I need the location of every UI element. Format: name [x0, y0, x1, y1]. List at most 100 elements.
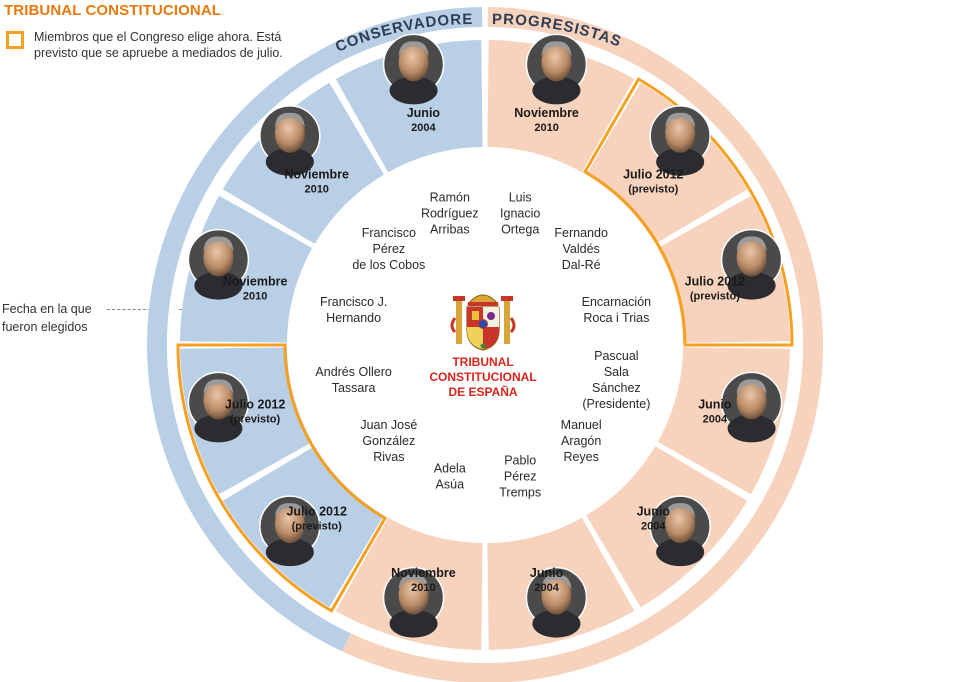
- highlight-outlines: [176, 77, 794, 613]
- portrait-face: [203, 381, 234, 420]
- portrait-face: [736, 381, 767, 420]
- portrait-hair: [398, 574, 429, 590]
- portrait-hair: [665, 112, 696, 128]
- portrait-hair: [203, 236, 234, 252]
- member-date-year: 2010: [411, 582, 435, 594]
- portrait-shoulders: [532, 76, 581, 105]
- portrait-face: [274, 505, 305, 544]
- member-date-year: (previsto): [292, 520, 342, 532]
- portrait-face: [665, 114, 696, 153]
- date-annotation-leader: [107, 309, 182, 310]
- member-date-year: 2010: [304, 184, 328, 196]
- date-annotation-text: Fecha en la que fueron elegidos: [2, 302, 92, 334]
- portrait-shoulders: [656, 538, 705, 567]
- portrait-shoulders: [265, 147, 314, 176]
- seal-line-3: DE ESPAÑA: [448, 384, 517, 399]
- portrait-face: [665, 505, 696, 544]
- portrait-hair: [274, 112, 305, 128]
- member-date-year: (previsto): [628, 184, 678, 196]
- member-portrait: [382, 566, 445, 638]
- member-name-line: Encarnación: [582, 295, 652, 309]
- portrait-shoulders: [389, 76, 438, 105]
- member-name-line: Pérez: [373, 242, 406, 256]
- portrait-shoulders: [656, 147, 705, 176]
- portrait-hair: [736, 236, 767, 252]
- member-date-year: 2010: [534, 122, 558, 134]
- member-name-line: Arribas: [430, 223, 470, 237]
- member-date: Junio: [637, 504, 671, 518]
- member-name-line: González: [362, 434, 415, 448]
- member-name-line: (Presidente): [582, 397, 650, 411]
- member-date: Junio: [698, 398, 732, 412]
- member-date-year: 2010: [243, 290, 267, 302]
- member-name-line: Francisco: [362, 226, 416, 240]
- portrait-shoulders: [727, 271, 776, 300]
- portrait-hair: [665, 503, 696, 519]
- portrait-hair: [398, 41, 429, 57]
- member-date-year: 2004: [411, 122, 436, 134]
- member-date-year: (previsto): [230, 414, 280, 426]
- member-name-line: Ramón: [430, 191, 470, 205]
- member-portrait: [649, 495, 711, 567]
- member-date: Noviembre: [391, 566, 456, 580]
- member-name-line: Asúa: [436, 477, 465, 491]
- member-name-line: Ignacio: [500, 207, 540, 221]
- member-date: Junio: [530, 566, 564, 580]
- member-date: Julio 2012: [685, 274, 745, 288]
- member-name-line: Tassara: [332, 381, 376, 395]
- member-name-line: Luis: [509, 191, 532, 205]
- member-segment: [335, 40, 483, 173]
- member-date: Julio 2012: [225, 398, 285, 412]
- member-name-line: Andrés Ollero: [315, 365, 391, 379]
- member-portrait: [525, 33, 588, 105]
- member-name-line: Juan José: [360, 418, 417, 432]
- legend-text: Miembros que el Congreso elige ahora. Es…: [34, 30, 283, 60]
- member-portrait: [720, 228, 783, 300]
- member-name-line: Manuel: [561, 418, 602, 432]
- member-portrait: [187, 228, 250, 300]
- member-name-line: Dal-Ré: [562, 258, 601, 272]
- seal-line-1: TRIBUNAL: [452, 355, 513, 369]
- member-date: Noviembre: [284, 168, 349, 182]
- portrait-face: [541, 576, 572, 615]
- member-name-line: Adela: [434, 461, 466, 475]
- member-name-line: Rodríguez: [421, 207, 479, 221]
- member-portrait: [525, 566, 588, 638]
- member-date-year: 2004: [534, 582, 559, 594]
- member-date: Julio 2012: [623, 168, 683, 182]
- portrait-hair: [541, 574, 572, 590]
- member-portrait: [259, 105, 321, 176]
- member-name-line: Francisco J.: [320, 295, 387, 309]
- portrait-shoulders: [194, 414, 243, 443]
- member-name-line: Roca i Trias: [583, 311, 649, 325]
- portrait-face: [541, 43, 572, 82]
- portrait-face: [398, 43, 429, 82]
- member-name-line: Valdés: [563, 242, 600, 256]
- date-annotation: Fecha en la que fueron elegidos: [2, 300, 112, 336]
- member-date: Noviembre: [514, 106, 579, 120]
- infographic-title: TRIBUNAL CONSTITUCIONAL: [4, 2, 222, 19]
- member-name-line: Hernando: [326, 311, 381, 325]
- portrait-face: [274, 114, 305, 153]
- member-portrait: [720, 371, 783, 443]
- member-portrait: [187, 371, 250, 443]
- member-name-line: Aragón: [561, 434, 601, 448]
- portrait-shoulders: [532, 609, 581, 638]
- member-name-line: Pérez: [504, 469, 537, 483]
- member-date: Julio 2012: [286, 504, 346, 518]
- portrait-hair: [274, 503, 305, 519]
- member-date-year: (previsto): [690, 290, 740, 302]
- portrait-shoulders: [727, 414, 776, 443]
- portrait-face: [398, 576, 429, 615]
- member-name-line: Pablo: [504, 453, 536, 467]
- highlight-legend-swatch: [6, 31, 24, 49]
- member-segment: [487, 40, 635, 173]
- portrait-hair: [541, 41, 572, 57]
- member-date: Noviembre: [223, 274, 288, 288]
- seal-line-2: CONSTITUCIONAL: [429, 370, 536, 384]
- portrait-hair: [736, 379, 767, 395]
